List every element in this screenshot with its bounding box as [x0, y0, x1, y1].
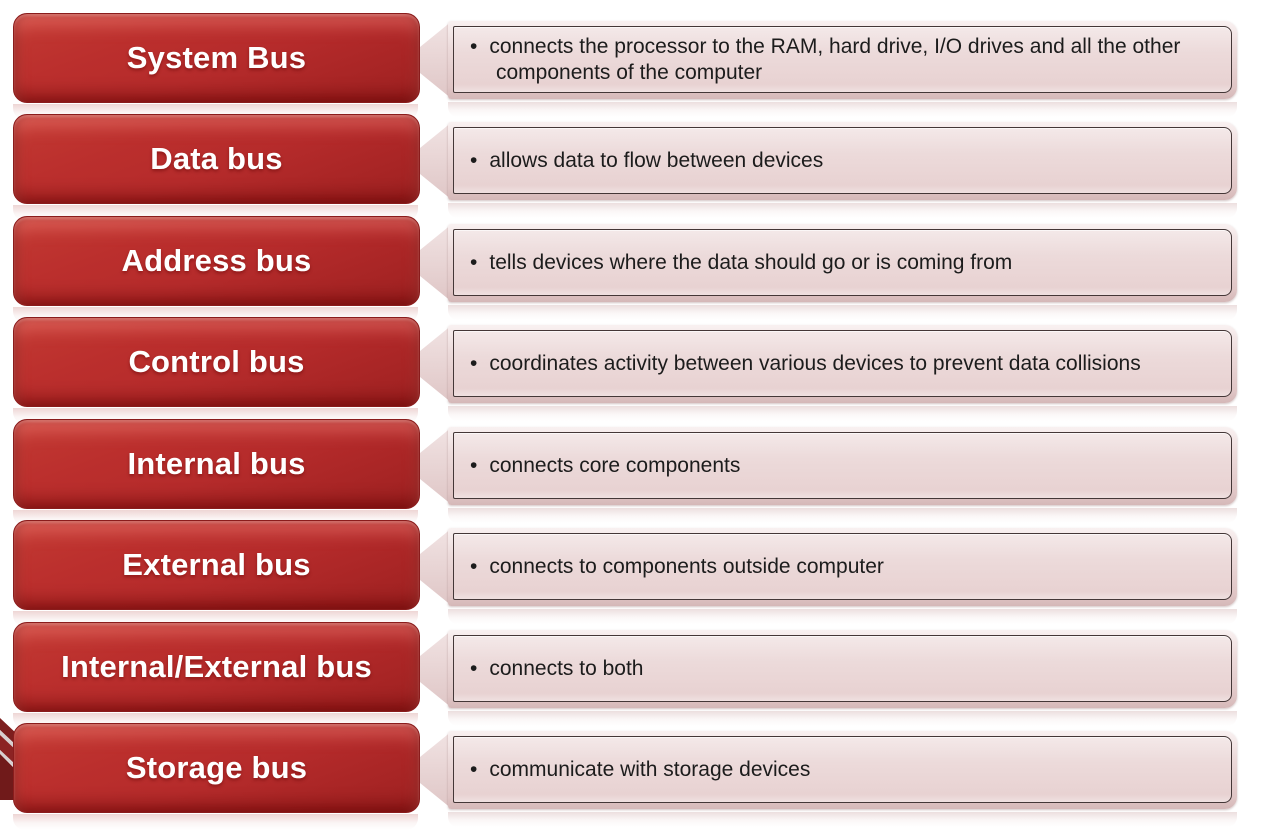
bus-description: • connects the processor to the RAM, hard… [470, 34, 1196, 85]
bus-description-text: coordinates activity between various dev… [489, 351, 1141, 375]
bus-description-text: connects to both [489, 656, 644, 680]
bus-description-panel: • tells devices where the data should go … [453, 229, 1232, 296]
bus-description: • communicate with storage devices [470, 757, 810, 783]
bus-description: • tells devices where the data should go … [470, 250, 1012, 276]
bus-description-panel: • allows data to flow between devices [453, 127, 1232, 194]
bus-label: External bus [122, 547, 311, 582]
bus-description-box: • allows data to flow between devices [448, 122, 1237, 200]
bus-row: • communicate with storage devices Storag… [0, 723, 1268, 830]
bus-label-box: Internal bus [13, 419, 420, 509]
bus-label-box: Storage bus [13, 723, 420, 813]
bus-row: • coordinates activity between various de… [0, 317, 1268, 424]
bus-description-box: • connects to both [448, 630, 1237, 708]
bus-description: • allows data to flow between devices [470, 148, 823, 174]
red-box-reflection [13, 814, 418, 830]
bus-types-diagram: • connects the processor to the RAM, hard… [0, 13, 1268, 830]
bus-description: • connects to components outside computer [470, 554, 884, 580]
bus-row: • connects the processor to the RAM, hard… [0, 13, 1268, 120]
bus-label: Internal/External bus [61, 649, 372, 684]
bus-label: Data bus [150, 141, 283, 176]
bus-label-box: External bus [13, 520, 420, 610]
pink-box-reflection [448, 812, 1237, 827]
bus-label: System Bus [126, 40, 307, 75]
bus-description-box: • communicate with storage devices [448, 731, 1237, 809]
bus-description: • coordinates activity between various de… [470, 351, 1141, 377]
bus-label-box: System Bus [13, 13, 420, 103]
bus-row: • allows data to flow between devices Dat… [0, 114, 1268, 221]
bullet-icon: • [470, 351, 478, 375]
bus-description-box: • connects core components [448, 427, 1237, 505]
bus-description-box: • coordinates activity between various de… [448, 325, 1237, 403]
bus-label-box: Internal/External bus [13, 622, 420, 712]
bus-description-panel: • connects to both [453, 635, 1232, 702]
bus-description-text: tells devices where the data should go o… [489, 250, 1013, 274]
bus-row: • connects to components outside computer… [0, 520, 1268, 627]
bus-description-panel: • coordinates activity between various de… [453, 330, 1232, 397]
bus-description-text: connects to components outside computer [489, 554, 884, 578]
bus-row: • connects core components Internal bus [0, 419, 1268, 526]
bus-label-box: Address bus [13, 216, 420, 306]
bullet-icon: • [470, 656, 478, 680]
bus-description-text: allows data to flow between devices [489, 148, 824, 172]
bus-description: • connects core components [470, 453, 740, 479]
bus-description-panel: • connects to components outside computer [453, 533, 1232, 600]
bus-label: Storage bus [125, 750, 308, 785]
bullet-icon: • [470, 34, 478, 58]
bus-label: Control bus [128, 344, 305, 379]
bus-description-panel: • communicate with storage devices [453, 736, 1232, 803]
bus-description-text: connects core components [489, 453, 741, 477]
bus-label-box: Data bus [13, 114, 420, 204]
bus-description-box: • connects the processor to the RAM, hard… [448, 21, 1237, 99]
bus-description-box: • tells devices where the data should go … [448, 224, 1237, 302]
bus-description-panel: • connects core components [453, 432, 1232, 499]
bus-description-box: • connects to components outside computer [448, 528, 1237, 606]
bullet-icon: • [470, 757, 478, 781]
bus-label: Address bus [121, 243, 312, 278]
bus-row: • connects to both Internal/External bus [0, 622, 1268, 729]
bus-description: • connects to both [470, 656, 643, 682]
bullet-icon: • [470, 554, 478, 578]
bus-description-panel: • connects the processor to the RAM, hard… [453, 26, 1232, 93]
bullet-icon: • [470, 250, 478, 274]
bus-description-text: communicate with storage devices [489, 757, 811, 781]
bullet-icon: • [470, 453, 478, 477]
bus-row: • tells devices where the data should go … [0, 216, 1268, 323]
bus-label: Internal bus [127, 446, 306, 481]
bullet-icon: • [470, 148, 478, 172]
bus-label-box: Control bus [13, 317, 420, 407]
bus-description-text: connects the processor to the RAM, hard … [489, 34, 1181, 84]
